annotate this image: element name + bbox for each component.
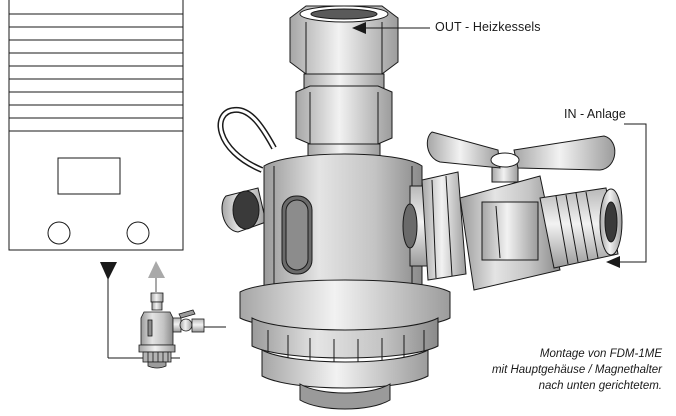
ball-valve-icon bbox=[402, 131, 623, 291]
magnetic-filter-icon bbox=[138, 292, 205, 369]
flow-down-arrow bbox=[100, 262, 117, 280]
callout-in bbox=[606, 123, 647, 268]
filter-main-body bbox=[217, 5, 451, 410]
boiler-casing bbox=[8, 0, 184, 251]
wall-boiler-icon bbox=[8, 0, 184, 251]
callout-out bbox=[352, 22, 430, 34]
filter-grip-ribs bbox=[267, 330, 425, 364]
boiler-vent-grille bbox=[9, 13, 183, 132]
caption-line-2: mit Hauptgehäuse / Magnethalter bbox=[491, 364, 662, 376]
boiler-knob-left bbox=[47, 221, 71, 245]
flow-up-arrow bbox=[148, 261, 165, 278]
inlet-label: IN - Anlage bbox=[564, 107, 626, 121]
mounting-caption: Montage von FDM-1ME mit Hauptgehäuse / M… bbox=[362, 346, 662, 394]
boiler-display bbox=[57, 157, 121, 195]
caption-line-1: Montage von FDM-1ME bbox=[539, 348, 662, 360]
outlet-label: OUT - Heizkessels bbox=[435, 20, 541, 34]
caption-line-3: nach unten gerichtetem. bbox=[538, 380, 662, 392]
boiler-knob-right bbox=[126, 221, 150, 245]
valve-thread-lines bbox=[555, 191, 599, 265]
